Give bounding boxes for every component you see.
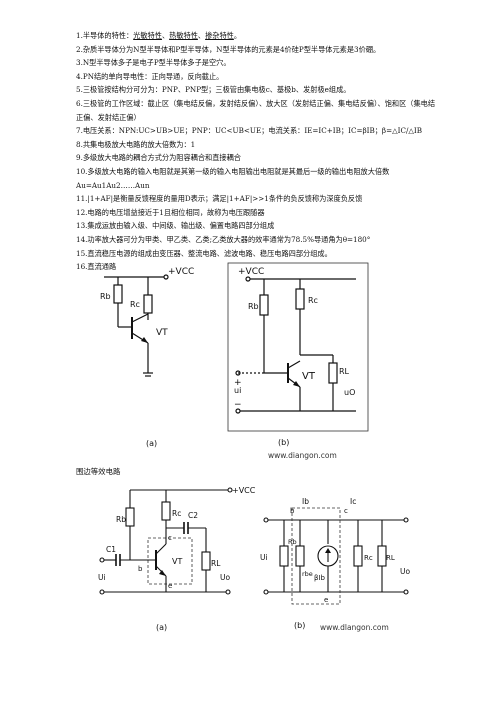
beta-ib-label: βIb (314, 574, 326, 582)
caption-b-1: (b) (278, 438, 289, 447)
note-11: 11.|1+AF|是衡量反馈程度的量用D表示；满足|1+AF|>>1条件的负反馈… (76, 194, 363, 204)
note-7: 7.电压关系：NPN:UC>UB>UE；PNP：UC<UB<UE；电流关系：IE… (76, 126, 423, 136)
c2-label: C2 (188, 511, 198, 520)
note-15: 15.直流稳压电源的组成由变压器、整流电路、滤波电路、稳压电路四部分组成。 (76, 248, 332, 258)
rb-label-b: Rb (248, 302, 259, 311)
caption-a-2: (a) (156, 623, 167, 632)
note-13: 13.集成运放由输入级、中间级、输出级、偏置电路四部分组成 (76, 221, 275, 231)
ui-label-2a: Ui (98, 573, 106, 582)
uo-label-2b: Uo (400, 567, 410, 576)
note-3: 3.N型半导体多子是电子P型半导体多子是空穴。 (76, 58, 231, 68)
circuit-b: +VCC Rb Rc VT RL uO ui + − (b) www.diang… (227, 262, 369, 460)
dc-path-figure: +VCC Rb Rc VT (a) (88, 255, 388, 465)
c-label-a: c (168, 534, 172, 542)
minus-sign: − (234, 400, 242, 410)
note-12: 12.电路的电压增益接近于1且相位相同，故称为电压跟随器 (76, 207, 265, 217)
vt-label-a: VT (156, 328, 168, 338)
ic-label: Ic (350, 497, 356, 506)
circuit-a: +VCC Rb Rc VT (a) (100, 267, 194, 448)
ui-label-2b: Ui (260, 553, 268, 562)
rc-label-b: Rc (308, 296, 318, 305)
rc-label-a: Rc (130, 300, 140, 309)
rc-label-2b: Rc (364, 554, 373, 562)
rbe-label: rbe (302, 570, 313, 578)
caption-b-2: (b) (294, 621, 305, 630)
rb-label-2b: Rb (288, 538, 297, 546)
caption-a-1: (a) (146, 439, 157, 448)
rc-label-2a: Rc (172, 509, 181, 518)
ib-label: Ib (302, 497, 309, 506)
note-5: 5.三极管按结构分可分为：PNP、PNP型；三极管由集电极c、基极b、发射极e组… (76, 85, 351, 95)
vcc-label-b: +VCC (238, 267, 264, 277)
uo-label-2a: Uo (220, 573, 230, 582)
note-10: 10.多级放大电路的输入电阻就是其第一级的输入电阻输出电阻就是其最后一级的输出电… (76, 166, 390, 190)
note-14: 14.功率放大器可分为甲类、甲乙类、乙类;乙类放大器的效率通常为78.5%导通角… (76, 234, 371, 244)
note-4: 4.PN结的单向导电性：正向导通，反向截止。 (76, 71, 224, 81)
b-label-b: b (290, 507, 295, 515)
b-label-a: b (138, 565, 143, 573)
vcc-label-a: +VCC (168, 267, 194, 277)
ui-label-b: ui (234, 386, 241, 395)
note-1: 1.半导体的特性：光敏特性、热敏特性、掺杂特性。 (76, 31, 242, 40)
uo-label-b: uO (344, 388, 355, 397)
equivalent-circuit-figure: +VCC Rb Rc C1 C2 VT RL Ui Uo b c e (a) (88, 480, 418, 640)
c1-label: C1 (106, 545, 116, 554)
rb-label-2a: Rb (116, 515, 126, 524)
note-16: 16.直流通路 (76, 262, 117, 272)
vt-label-2: VT (172, 557, 182, 566)
e-label-a: e (168, 582, 172, 590)
watermark-1: www.diangon.com (268, 451, 337, 460)
vcc-label-2: +VCC (232, 486, 256, 495)
note-2: 2.杂质半导体分为N型半导体和P型半导体，N型半导体的元素是4价硅P型半导体元素… (76, 44, 381, 54)
rl-label-b: RL (339, 367, 350, 376)
rl-label-2b: RL (386, 554, 395, 562)
notes-list: 1.半导体的特性：光敏特性、热敏特性、掺杂特性。 2.杂质半导体分为N型半导体和… (76, 29, 436, 274)
watermark-2: www.dlangon.com (320, 623, 389, 632)
vt-label-b: VT (302, 371, 316, 382)
circuit-b-2: b c e Ib Ic Ui Rb rbe βIb Rc RL Uo (b) w… (260, 497, 410, 632)
note-9: 9.多级放大电路的耦合方式分为阻容耦合和直接耦合 (76, 153, 241, 163)
circuit-a-2: +VCC Rb Rc C1 C2 VT RL Ui Uo b c e (a) (98, 486, 256, 632)
note-8: 8.共集电极放大电路的放大倍数为：1 (76, 139, 196, 149)
rb-label-a: Rb (100, 292, 111, 301)
note-6: 6.三极管的工作区域：截止区（集电结反偏，发射结反偏）、放大区（发射结正偏、集电… (76, 98, 436, 122)
e-label-b: e (324, 596, 328, 604)
section-title-equivalent: 围边等效电路 (76, 467, 121, 476)
plus-sign: + (234, 378, 242, 388)
rl-label-2a: RL (211, 559, 221, 568)
c-label-b: c (344, 507, 348, 515)
